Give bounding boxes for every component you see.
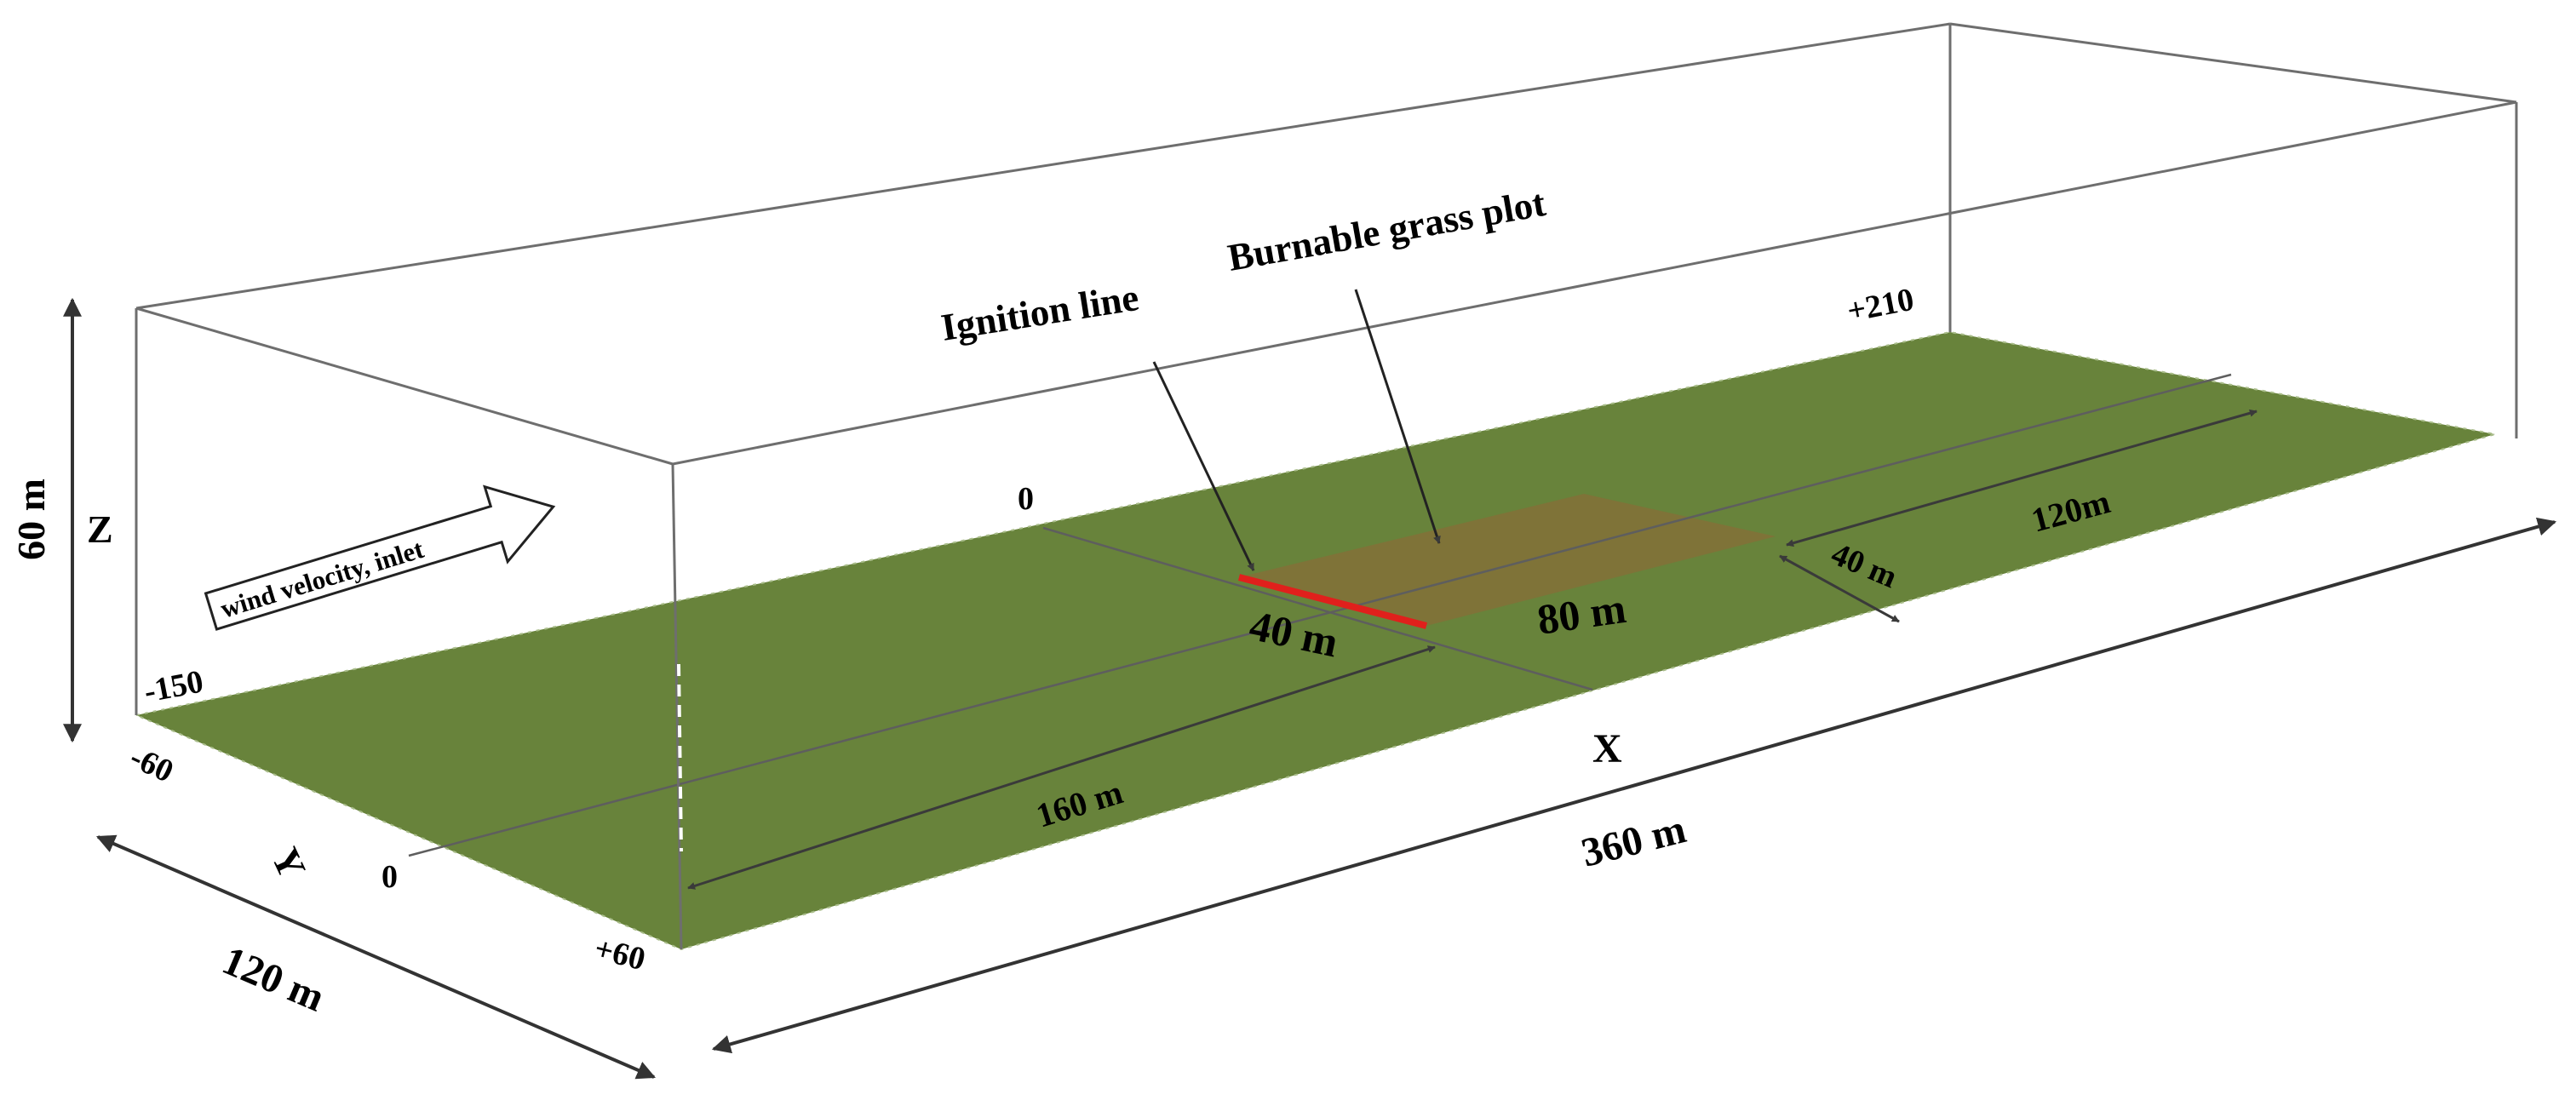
front-edge-highlight — [677, 663, 683, 852]
x-axis-label: X — [1592, 726, 1622, 771]
wind-label: wind velocity, inlet — [217, 534, 427, 624]
x-zero-tick: 0 — [1018, 481, 1034, 517]
length-arrow — [711, 517, 2557, 1054]
plot-depth-arrow — [1779, 554, 1900, 623]
domain-width-label: 120 m — [216, 937, 331, 1020]
z-axis-label: Z — [87, 507, 113, 551]
domain-box — [135, 22, 2518, 950]
burnable-grass-plot-label: Burnable grass plot — [1225, 181, 1549, 279]
upstream-arrow — [687, 645, 1436, 890]
wind-arrow: wind velocity, inlet — [204, 484, 556, 631]
domain-length-label: 360 m — [1577, 806, 1690, 875]
ignition-line-label: Ignition line — [938, 276, 1142, 349]
x-end-tick: +210 — [1845, 282, 1917, 330]
plot-callout-arrow — [1354, 289, 1441, 544]
ignition-callout-arrow — [1152, 361, 1255, 571]
y-axis-label: Y — [263, 841, 314, 885]
y-zero-tick: 0 — [382, 859, 398, 895]
y-right-tick: +60 — [591, 931, 649, 977]
y-left-tick: -60 — [124, 739, 179, 789]
width-arrow — [95, 834, 657, 1080]
height-label: 60 m — [9, 479, 53, 560]
ground-edge-dots — [135, 330, 2496, 951]
downstream-arrow — [1786, 409, 2258, 547]
